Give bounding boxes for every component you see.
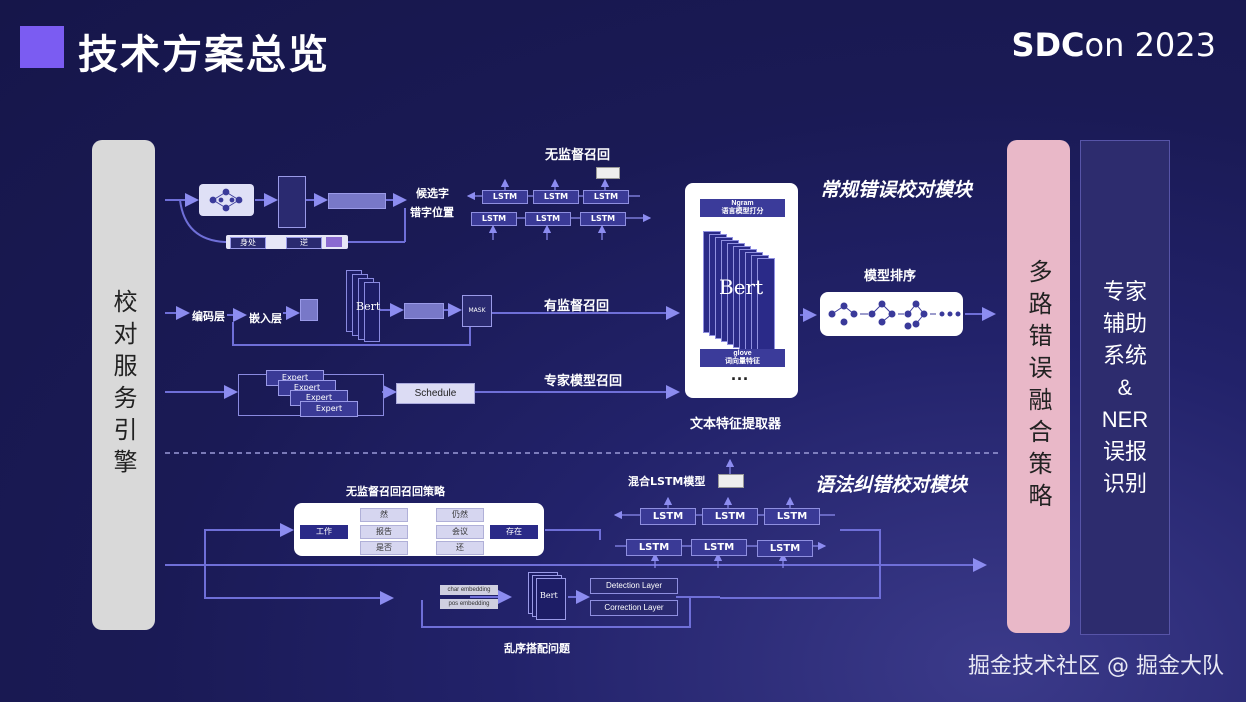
supervised-recall-label: 有监督召回 [544, 299, 610, 314]
lstm-g-bottom-1: LSTM [626, 539, 682, 556]
bert-grammar-label: Bert [540, 591, 558, 600]
grammar-module-title: 语法纠错校对模块 [815, 474, 968, 496]
lstm-g-top-3: LSTM [764, 508, 820, 525]
glove-sub-label: 词向量特征 [725, 358, 760, 365]
tag-report: 报告 [360, 525, 408, 539]
expert-models-stack: Expert Expert Expert Expert [238, 370, 384, 417]
feature-extractor-panel: Ngram 语言模型打分 Bert glove 词向量特征 ··· [685, 183, 798, 398]
bert-large-label: Bert [719, 275, 764, 299]
feature-extractor-caption: 文本特征提取器 [690, 417, 782, 432]
ngram-sub-label: 语言模型打分 [721, 208, 764, 215]
footer-watermark: 掘金技术社区 @ 掘金大队 [968, 654, 1224, 679]
bert-stack-grammar: Bert [528, 572, 570, 620]
pos-embedding-box: pos embedding [440, 599, 498, 609]
shuffle-problem-label: 乱序搭配问题 [504, 642, 570, 655]
sequence-end-marker [326, 237, 342, 247]
ngram-box: Ngram 语言模型打分 [700, 199, 785, 217]
expert-line-6: 误报 [1102, 438, 1147, 464]
tag-huan: 还 [436, 541, 484, 555]
proofreading-engine-pillar: 校对服务引擎 [92, 140, 155, 630]
more-features-ellipsis: ··· [731, 369, 749, 389]
expert-line-7: 识别 [1102, 470, 1147, 496]
expert-model-4: Expert [300, 401, 358, 417]
sequence-pos-box: 身处 [230, 237, 266, 249]
bert-small-layer [364, 282, 380, 342]
lstm-r1-bottom-1: LSTM [471, 212, 517, 226]
sequence-bar: 身处 逆 [226, 235, 348, 249]
ngram-label: Ngram [731, 200, 754, 207]
bert-small-label: Bert [356, 300, 381, 313]
lstm-r1-top-2: LSTM [533, 190, 579, 204]
candidate-char-label: 候选字 [416, 187, 449, 200]
brand-rest: on 2023 [1084, 26, 1216, 64]
lstm-g-bottom-3: LSTM [757, 540, 813, 557]
lstm-r1-top-3: LSTM [583, 190, 629, 204]
reverse-box: 逆 [286, 237, 322, 249]
softmax-box [596, 167, 620, 179]
model-ranking-label: 模型排序 [864, 269, 917, 284]
tag-work: 工作 [300, 525, 348, 539]
bert-grammar-layer [536, 578, 566, 620]
tag-is-it: 是否 [360, 541, 408, 555]
vertical-feature-box [278, 176, 306, 228]
graph-network-icon [199, 184, 254, 216]
lstm-g-bottom-2: LSTM [691, 539, 747, 556]
expert-line-3: 系统 [1102, 342, 1147, 368]
expert-line-1: 专家 [1102, 278, 1147, 304]
lstm-g-top-2: LSTM [702, 508, 758, 525]
brand-logo: SDCon 2023 [1011, 26, 1216, 64]
brand-bold: SDC [1011, 26, 1085, 64]
ranking-panel [820, 292, 963, 336]
glove-box: glove 词向量特征 [700, 349, 785, 367]
expert-recall-label: 专家模型召回 [544, 374, 623, 389]
strategy-title: 无监督召回召回策略 [346, 485, 445, 498]
mask-box: MASK [462, 295, 492, 327]
ranking-graph-icon [828, 300, 961, 330]
expert-line-4: & [1117, 374, 1133, 400]
char-embedding-box: char embedding [440, 585, 498, 595]
tag-still: 仍然 [436, 508, 484, 522]
title-accent-square [20, 26, 64, 68]
lstm-g-top-1: LSTM [640, 508, 696, 525]
lstm-r1-top-1: LSTM [482, 190, 528, 204]
glove-label: glove [733, 350, 752, 357]
regular-module-title: 常规错误校对模块 [820, 179, 973, 201]
embedding-label: 嵌入层 [249, 312, 282, 325]
hybrid-softmax-box [718, 474, 744, 488]
error-position-label: 错字位置 [410, 206, 454, 219]
page-title: 技术方案总览 [78, 32, 330, 78]
tag-meeting: 会议 [436, 525, 484, 539]
expert-line-5: NER [1101, 406, 1149, 432]
lstm-r1-bottom-3: LSTM [580, 212, 626, 226]
bert-layer [757, 258, 775, 353]
unsupervised-recall-label: 无监督召回 [545, 148, 611, 163]
bert-stack-small: Bert [322, 270, 381, 342]
fusion-strategy-pillar: 多路错误融合策略 [1007, 140, 1070, 633]
schedule-box: Schedule [396, 383, 475, 404]
correction-layer-box: Correction Layer [590, 600, 678, 616]
hybrid-lstm-label: 混合LSTM模型 [628, 475, 706, 488]
strategy-panel: 工作 然 报告 是否 仍然 会议 还 存在 [294, 503, 544, 556]
detection-layer-box: Detection Layer [590, 578, 678, 594]
embedding-box [300, 299, 318, 321]
encoder-label: 编码层 [192, 310, 225, 323]
lstm-r1-bottom-2: LSTM [525, 212, 571, 226]
tag-ran: 然 [360, 508, 408, 522]
expert-system-pillar: 专家 辅助 系统 & NER 误报 识别 [1080, 140, 1170, 635]
expert-line-2: 辅助 [1102, 310, 1147, 336]
candidate-generation-box [328, 193, 386, 209]
prediction-layer-box [404, 303, 444, 319]
tag-exist: 存在 [490, 525, 538, 539]
bert-stack-large [703, 231, 783, 354]
